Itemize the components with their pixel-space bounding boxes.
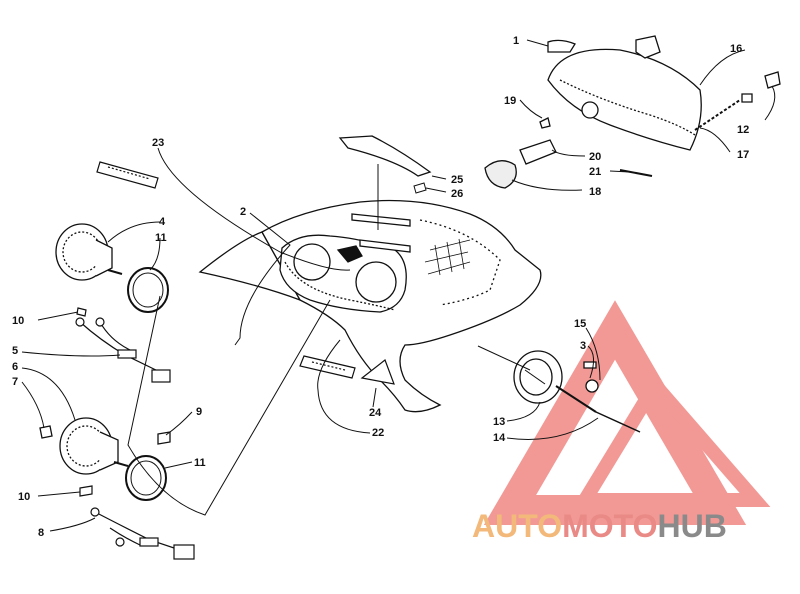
watermark-logo-icon bbox=[483, 300, 771, 525]
windshield-trim bbox=[338, 135, 432, 177]
decal-23 bbox=[96, 161, 159, 189]
headlight-assembly bbox=[484, 35, 781, 189]
callout-17: 17 bbox=[737, 149, 749, 161]
leader-lines bbox=[21, 39, 776, 532]
callout-8: 8 bbox=[38, 527, 44, 539]
ring-11a bbox=[127, 267, 169, 313]
callout-22: 22 bbox=[372, 427, 384, 439]
watermark-text: AUTOMOTOHUB bbox=[472, 508, 727, 544]
callout-18: 18 bbox=[589, 186, 601, 198]
dash-housing bbox=[198, 199, 542, 413]
callout-20: 20 bbox=[589, 151, 601, 163]
callout-1: 1 bbox=[513, 35, 519, 47]
callout-6: 6 bbox=[12, 361, 18, 373]
callout-7: 7 bbox=[12, 376, 18, 388]
callout-23: 23 bbox=[152, 137, 164, 149]
callout-4: 4 bbox=[159, 216, 166, 228]
callout-labels: 1 16 19 12 17 20 21 18 23 25 26 2 4 11 1… bbox=[12, 35, 749, 539]
gauge-4 bbox=[55, 223, 123, 281]
callout-9: 9 bbox=[196, 406, 202, 418]
harness-8 bbox=[79, 485, 195, 560]
ring-11b bbox=[125, 455, 167, 501]
callout-5: 5 bbox=[12, 345, 18, 357]
callout-19: 19 bbox=[504, 95, 516, 107]
callout-15: 15 bbox=[574, 318, 586, 330]
callout-21: 21 bbox=[589, 166, 601, 178]
callout-14: 14 bbox=[493, 432, 506, 444]
callout-2: 2 bbox=[240, 206, 246, 218]
gauge-6 bbox=[39, 417, 171, 475]
callout-10-lower: 10 bbox=[18, 491, 30, 503]
callout-11-upper: 11 bbox=[155, 232, 167, 244]
callout-10-upper: 10 bbox=[12, 315, 24, 327]
decal-24 bbox=[360, 359, 395, 385]
callout-25: 25 bbox=[451, 174, 463, 186]
callout-16: 16 bbox=[730, 43, 742, 55]
callout-26: 26 bbox=[451, 188, 463, 200]
callout-24: 24 bbox=[369, 407, 382, 419]
watermark-hub: HUB bbox=[657, 508, 726, 544]
gauge-13 bbox=[513, 350, 641, 433]
clip-26 bbox=[413, 182, 427, 194]
callout-13: 13 bbox=[493, 416, 505, 428]
callout-3: 3 bbox=[580, 340, 586, 352]
callout-11-lower: 11 bbox=[194, 457, 206, 469]
callout-12: 12 bbox=[737, 124, 749, 136]
svg-text:AUTOMOTOHUB: AUTOMOTOHUB bbox=[472, 508, 727, 544]
decal-22 bbox=[299, 355, 356, 379]
harness-5 bbox=[75, 307, 171, 383]
watermark-moto: MOTO bbox=[562, 508, 657, 544]
watermark-auto: AUTO bbox=[472, 508, 562, 544]
